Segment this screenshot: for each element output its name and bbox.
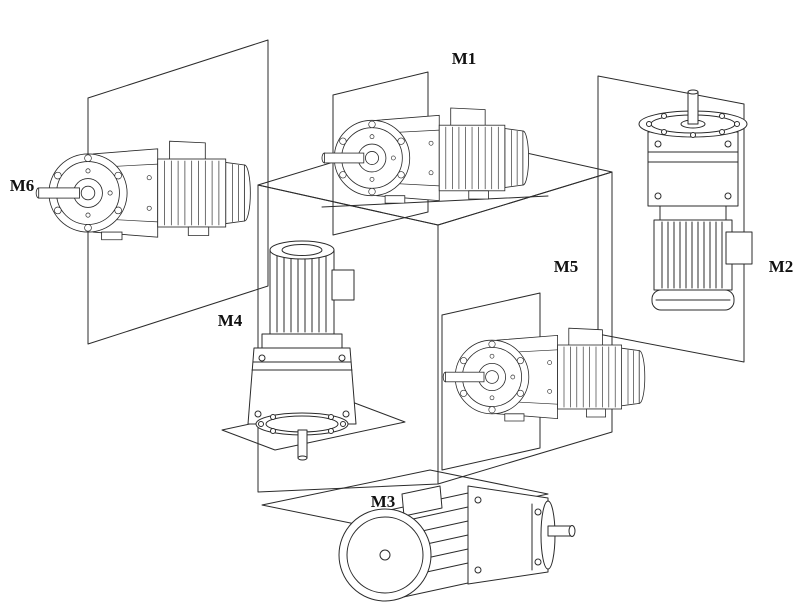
m4-motor-fins [276, 251, 327, 333]
gearmotor-m2 [638, 89, 753, 311]
m4-output-shaft [297, 429, 308, 459]
m2-output-shaft [687, 91, 699, 125]
gearmotor-m5 [442, 327, 646, 422]
label-m5: M5 [554, 257, 579, 276]
m2-motor-body [653, 219, 733, 291]
m4-motor-body [269, 249, 335, 335]
m2-gearbox [647, 131, 739, 207]
mounting-plane-m3 [261, 469, 549, 530]
label-m3: M3 [371, 492, 396, 511]
label-m2: M2 [769, 257, 794, 276]
gearmotor-m3 [338, 485, 576, 602]
m2-adapter [659, 205, 727, 221]
m4-gearbox [247, 347, 357, 425]
label-m1: M1 [452, 49, 477, 68]
m3-output-shaft [547, 525, 573, 537]
m2-terminal-box [725, 231, 753, 265]
gearmotor-m1 [321, 107, 530, 204]
m2-motor-fins [661, 221, 723, 289]
m4-adapter [261, 333, 343, 349]
gearmotor-m4 [247, 240, 357, 461]
gearmotor-m6 [35, 140, 251, 241]
mounting-plane-m5 [441, 292, 541, 471]
label-m4: M4 [218, 311, 243, 330]
label-m6: M6 [10, 176, 35, 195]
floor-line-m1 [321, 195, 549, 208]
m3-terminal-box [401, 485, 443, 517]
mounting-plane-m6 [87, 39, 269, 345]
mounting-plane-m1 [332, 71, 429, 236]
m4-terminal-box [331, 269, 355, 301]
